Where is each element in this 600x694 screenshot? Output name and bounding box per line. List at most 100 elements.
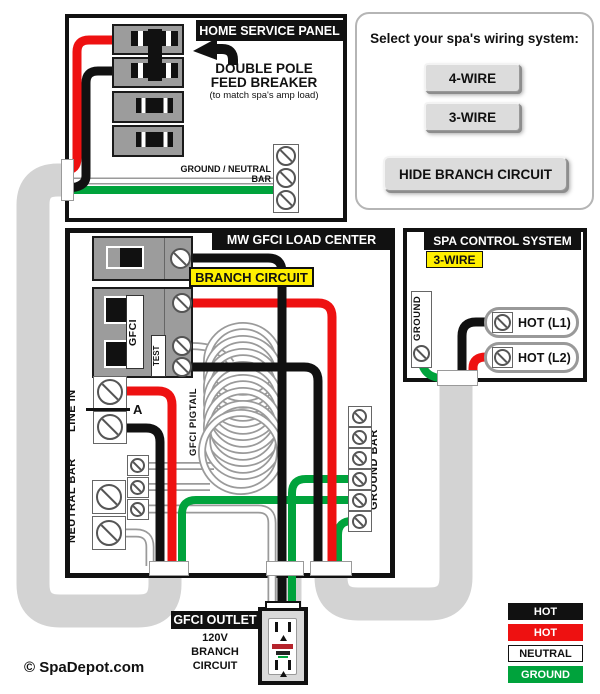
wire-ground-feed	[178, 496, 352, 566]
spa-hot1-label: HOT (L1)	[518, 315, 571, 330]
lug-screw	[276, 168, 296, 188]
line-in-screw	[97, 379, 123, 405]
ground-neutral-bar-label: GROUND / NEUTRAL BAR	[180, 164, 272, 184]
neutral-bar-label: NEUTRAL BAR	[66, 458, 78, 544]
breaker-handle-tie	[148, 29, 162, 81]
load-center-title-text: MW GFCI LOAD CENTER	[226, 233, 377, 247]
gfci-outlet-title-text: GFCI OUTLET	[173, 613, 257, 627]
spa-hot2-screw	[494, 349, 511, 366]
legend-hot-black: HOT	[508, 603, 583, 620]
ground-screw	[352, 430, 367, 445]
line-in-label: LINE IN	[66, 389, 78, 433]
wire-neutral-feed	[110, 530, 153, 566]
spa-conduit-sleeve	[437, 370, 478, 386]
legend-neutral: NEUTRAL	[508, 645, 583, 662]
note-sub: (to match spa's amp load)	[209, 90, 319, 102]
lug-screw	[276, 146, 296, 166]
outlet-ground-pin	[280, 635, 287, 641]
gfci-outlet	[258, 607, 308, 685]
legend-label: GROUND	[521, 668, 570, 681]
wire-red-feed	[124, 386, 177, 566]
conduit-spa	[314, 374, 473, 621]
neutral-screw	[130, 458, 145, 473]
note-line1: DOUBLE POLE	[215, 61, 313, 76]
gfci-screw	[172, 336, 192, 356]
branch-sleeve	[266, 561, 304, 576]
breaker-handle	[136, 98, 173, 113]
breaker-divider	[164, 289, 165, 376]
ground-screw	[352, 409, 367, 424]
lc-main-switch	[106, 246, 144, 269]
spa-sleeve	[310, 561, 352, 576]
wire-black-feed	[124, 423, 165, 566]
home-service-panel-title-text: HOME SERVICE PANEL	[199, 23, 340, 38]
wire-black-panel	[65, 66, 114, 193]
home-service-panel-title: HOME SERVICE PANEL	[196, 20, 343, 41]
point-a-line	[86, 408, 130, 411]
spa-mode-text: 3-WIRE	[433, 252, 476, 267]
legend-ground: GROUND	[508, 666, 583, 683]
outlet-reset-button	[276, 651, 290, 655]
lug-screw	[276, 190, 296, 210]
outlet-slot	[288, 660, 291, 670]
gfci-pigtail-coil	[198, 322, 284, 495]
neutral-screw	[130, 480, 145, 495]
wire-black-spa-box	[457, 317, 488, 378]
spa-hot2-label: HOT (L2)	[518, 350, 571, 365]
wire-neutral-branch	[146, 506, 275, 606]
four-wire-button[interactable]: 4-WIRE	[424, 63, 520, 92]
spa-ground-label: GROUND	[412, 295, 423, 341]
outlet-face	[268, 618, 297, 677]
panel-conduit-sleeve	[61, 159, 74, 201]
outlet-reset-indicator	[278, 656, 288, 658]
branch-circuit-label: BRANCH CIRCUIT	[189, 267, 314, 287]
wire-ground-branch	[288, 475, 352, 606]
ground-screw	[352, 514, 367, 529]
test-strip-label: TEST	[151, 335, 166, 377]
outlet-slot	[288, 622, 291, 632]
legend-label: HOT	[533, 626, 558, 639]
outlet-slot	[275, 660, 278, 670]
outlet-test-button	[272, 644, 293, 649]
breaker-handle	[136, 132, 173, 147]
line-in-screw	[97, 414, 123, 440]
spa-ground-screw	[413, 345, 430, 362]
wire-black-spa	[190, 362, 323, 566]
breaker-divider	[164, 238, 165, 279]
load-center-title: MW GFCI LOAD CENTER	[212, 230, 391, 250]
gfci-outlet-title: GFCI OUTLET	[171, 611, 259, 629]
hide-branch-circuit-button[interactable]: HIDE BRANCH CIRCUIT	[383, 156, 567, 191]
gfci-strip-label: GFCI	[126, 295, 144, 369]
spa-hot2-terminal: HOT (L2)	[484, 342, 579, 373]
outlet-ground-pin	[280, 671, 287, 677]
neutral-screw	[96, 520, 122, 546]
spa-hot1-screw	[494, 314, 511, 331]
conduit-feed-loop	[16, 163, 182, 628]
selector-prompt: Select your spa's wiring system:	[370, 31, 579, 46]
outlet-sleeve	[265, 601, 301, 610]
legend-label: HOT	[533, 605, 558, 618]
gfci-screw	[172, 293, 192, 313]
point-a-label: A	[133, 402, 143, 417]
copyright: © SpaDepot.com	[24, 659, 145, 676]
wire-red-spa	[190, 298, 337, 566]
lc-main-screw	[170, 248, 191, 269]
spa-mode-label: 3-WIRE	[426, 251, 483, 268]
feed-sleeve	[149, 561, 189, 576]
gfci-pigtail-label: GFCI PIGTAIL	[188, 387, 199, 457]
neutral-screw	[130, 502, 145, 517]
note-line2: FEED BREAKER	[210, 75, 318, 91]
outlet-slot	[275, 622, 278, 632]
feed-breaker-note: DOUBLE POLE FEED BREAKER (to match spa's…	[190, 61, 338, 102]
three-wire-button[interactable]: 3-WIRE	[424, 102, 520, 131]
spa-hot1-terminal: HOT (L1)	[484, 307, 579, 338]
gfci-screw	[172, 357, 192, 377]
ground-screw	[352, 451, 367, 466]
spa-control-title-text: SPA CONTROL SYSTEM	[433, 234, 572, 248]
branch-circuit-text: BRANCH CIRCUIT	[195, 269, 308, 285]
legend-label: NEUTRAL	[519, 647, 572, 660]
outlet-subtitle: 120V BRANCH CIRCUIT	[191, 632, 239, 672]
ground-screw	[352, 472, 367, 487]
